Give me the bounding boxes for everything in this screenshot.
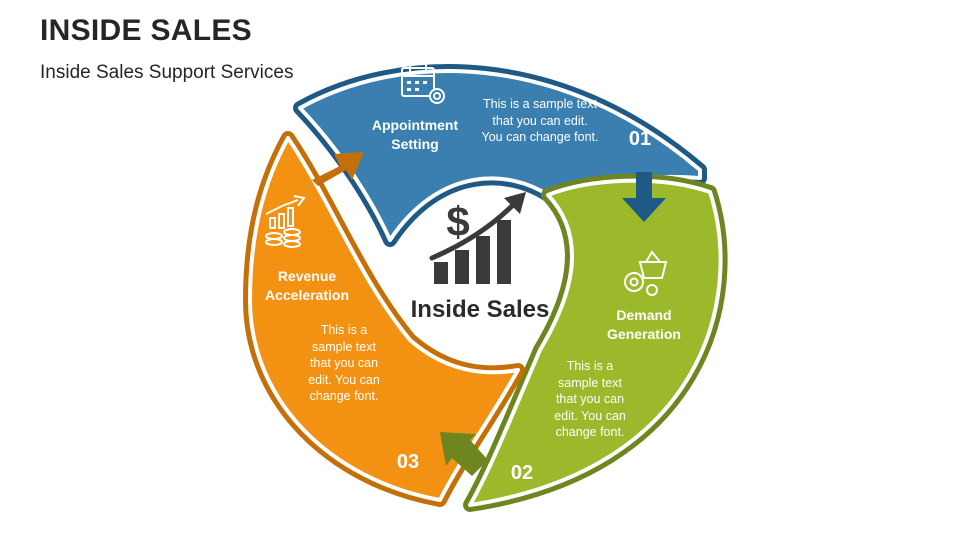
segment-03-number: 03: [396, 451, 420, 473]
segment-01-number: 01: [628, 128, 652, 150]
arrow-03-to-01: [312, 152, 364, 186]
arrow-02-to-03: [440, 432, 488, 476]
segment-02-body: This is a sample text that you can edit.…: [554, 359, 626, 439]
segment-03-body: This is a sample text that you can edit.…: [308, 323, 380, 403]
slide-title: INSIDE SALES: [40, 14, 252, 47]
slide-subtitle: Inside Sales Support Services: [40, 62, 294, 83]
segment-01-body: This is a sample text that you can edit.…: [481, 97, 599, 144]
calendar-gear-icon: [401, 64, 445, 104]
arrow-01-to-02: [622, 172, 666, 222]
basket-gears-icon: [624, 250, 668, 296]
coins-growth-icon: [265, 195, 306, 248]
segment-01-title: Appointment Setting: [371, 117, 459, 152]
segment-03-title: Revenue Acceleration: [264, 268, 350, 303]
segment-02-title: Demand Generation: [607, 307, 681, 342]
segment-02-number: 02: [510, 462, 534, 484]
center-label: Inside Sales: [410, 296, 550, 323]
svg-text:$: $: [446, 198, 469, 245]
dollar-growth-chart-icon: $: [429, 192, 526, 284]
